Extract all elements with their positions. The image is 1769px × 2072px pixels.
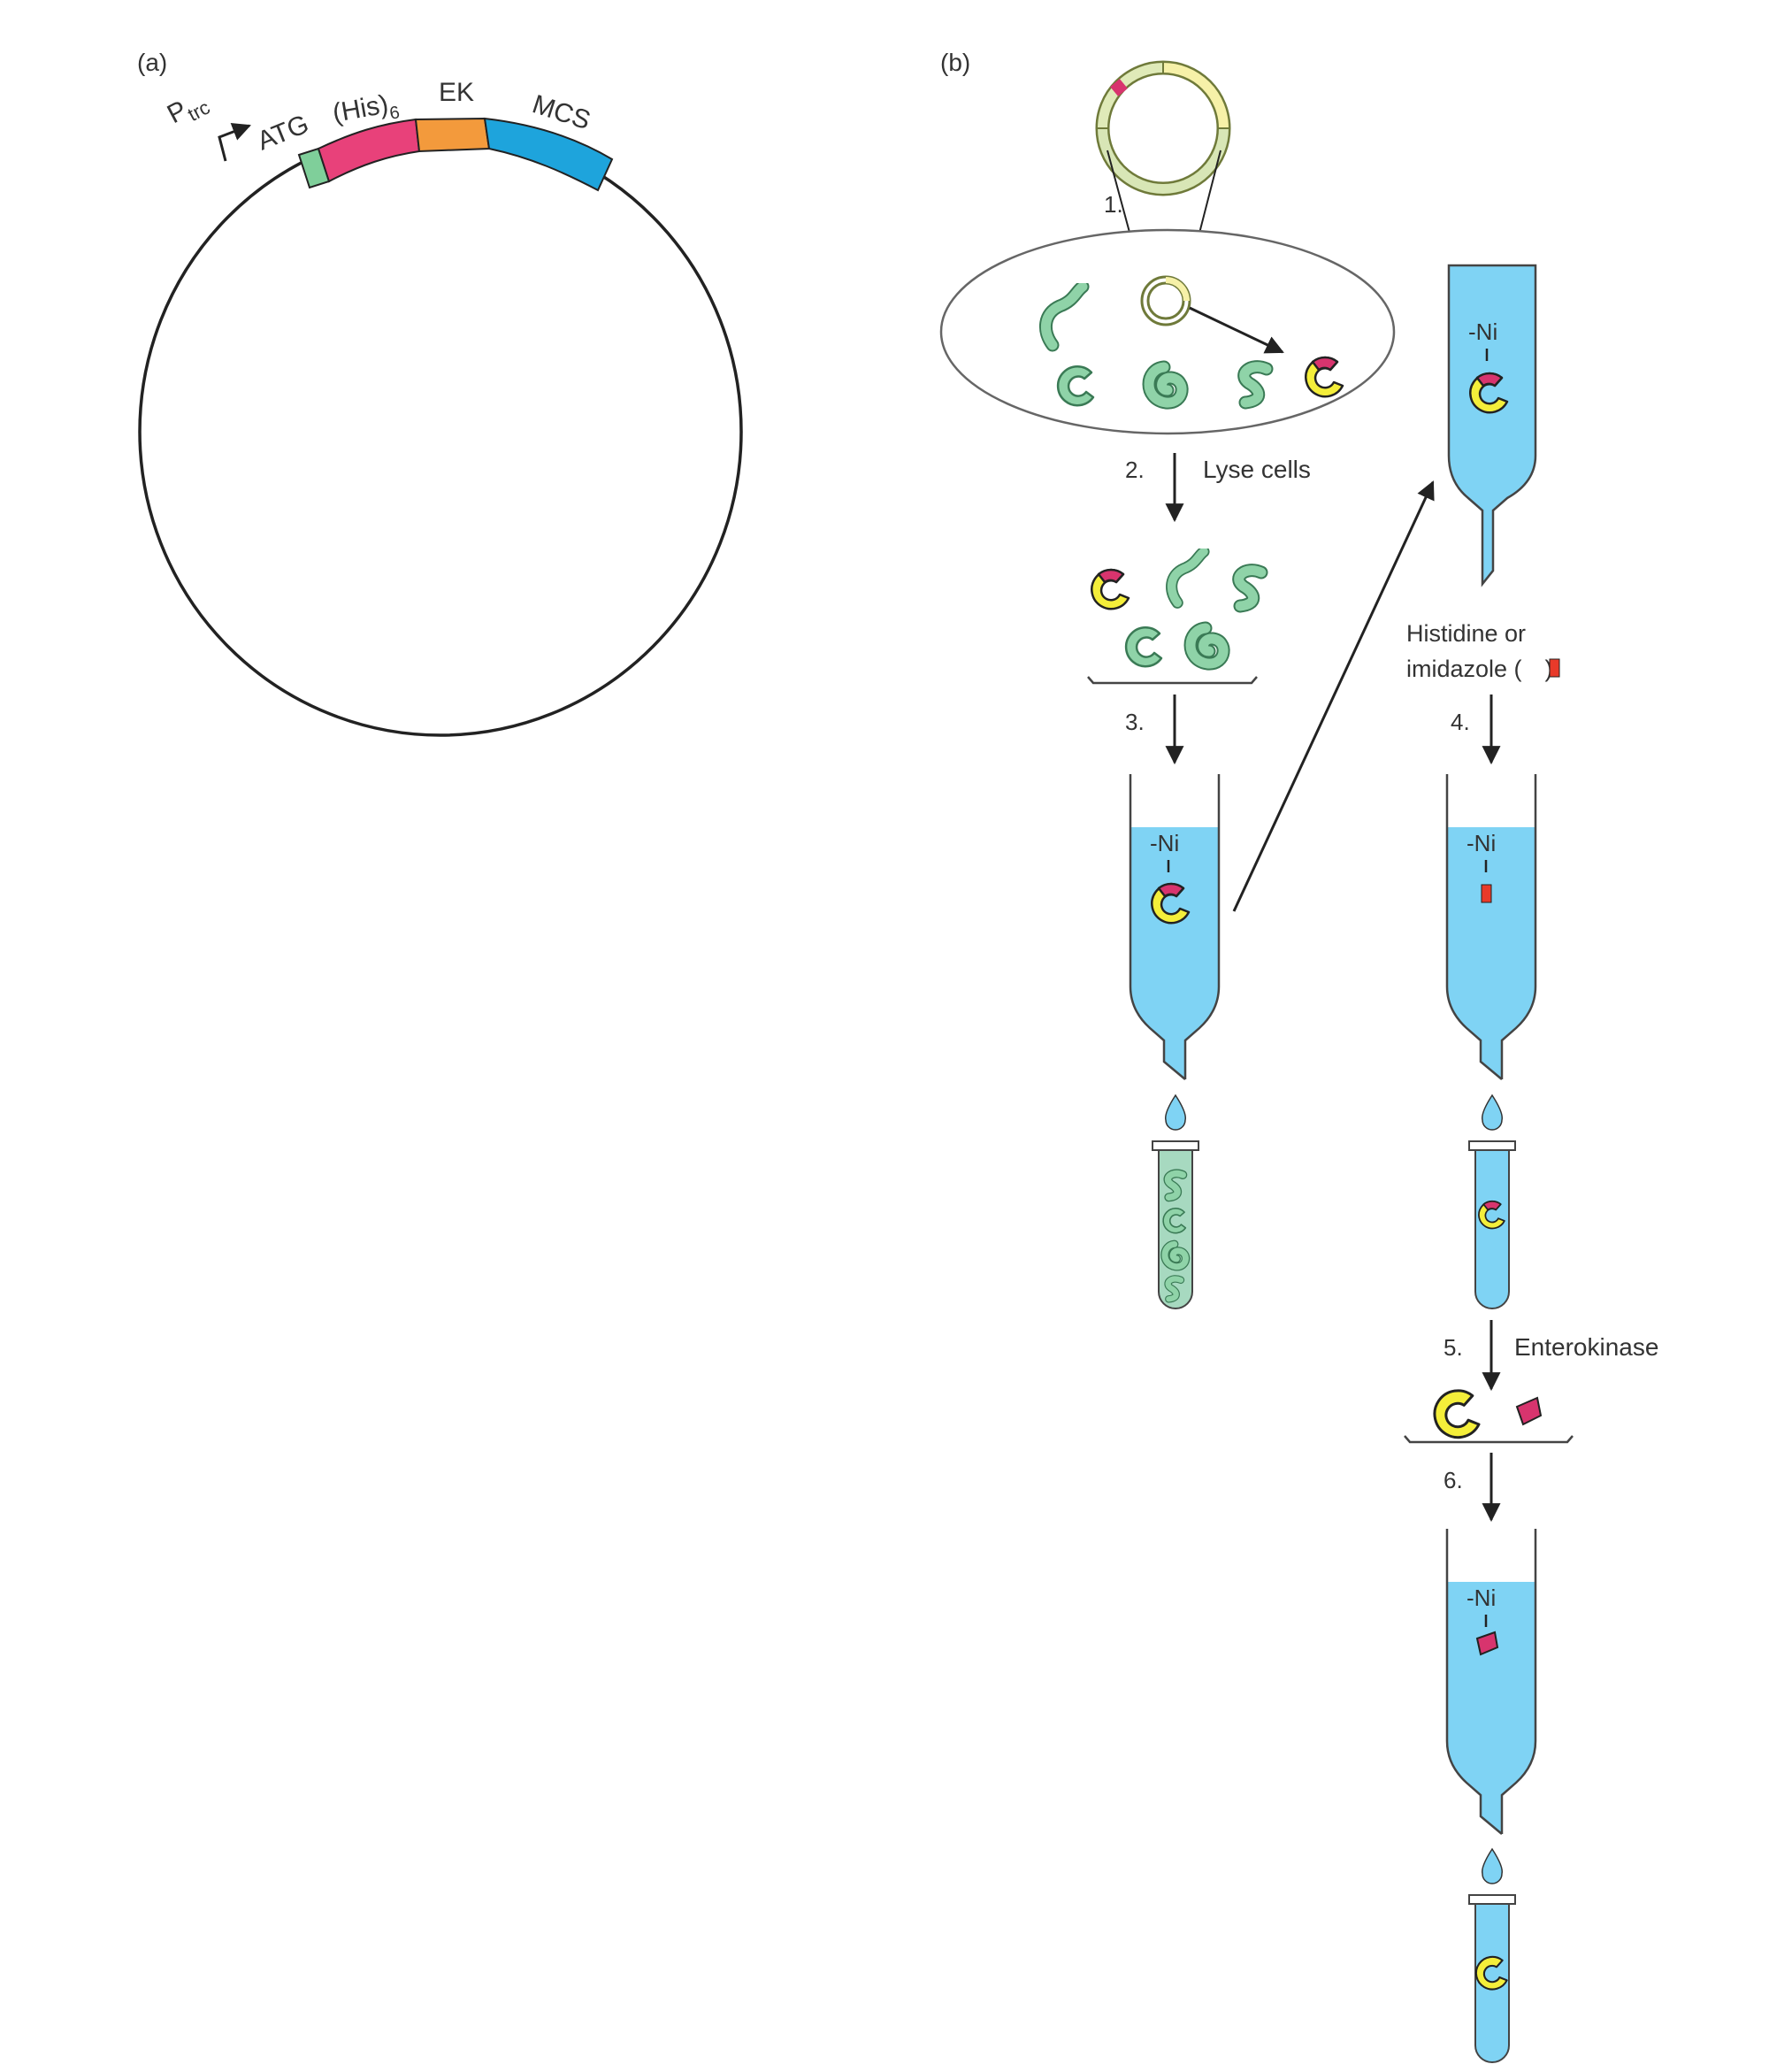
column-1-ni-label: -Ni bbox=[1150, 830, 1179, 856]
step-4-number: 4. bbox=[1451, 709, 1470, 735]
tube-purified-protein bbox=[1469, 1895, 1515, 2062]
lysate-fusion-protein bbox=[1091, 570, 1129, 609]
atg-label: ATG bbox=[253, 110, 312, 157]
step-2-number: 2. bbox=[1125, 457, 1145, 483]
promoter-label: Ptrc bbox=[163, 85, 214, 134]
tube-eluate bbox=[1469, 1141, 1515, 1308]
panel-b: (b) 1. 2. Lyse cells bbox=[940, 49, 1658, 2062]
step-5-label: Enterokinase bbox=[1514, 1333, 1658, 1361]
lysate-protein-worm bbox=[1172, 552, 1204, 603]
panel-a-label: (a) bbox=[137, 49, 167, 76]
column-2-drop bbox=[1482, 1095, 1503, 1130]
column-3-ni-label: -Ni bbox=[1467, 1585, 1496, 1611]
ni-column-elution: -Ni bbox=[1447, 774, 1535, 1079]
ni-column-binding: -Ni bbox=[1130, 774, 1219, 1079]
cleaved-his-tag bbox=[1517, 1398, 1541, 1424]
lysate-bracket bbox=[1088, 677, 1257, 683]
ek-label: EK bbox=[439, 78, 474, 107]
column-1-drop bbox=[1166, 1095, 1186, 1130]
promoter-arrow bbox=[219, 126, 249, 161]
tube-flow-through bbox=[1153, 1141, 1198, 1308]
step-4-label-line1: Histidine or bbox=[1406, 620, 1526, 647]
step-3-number: 3. bbox=[1125, 709, 1145, 735]
plasmid-circle bbox=[140, 128, 741, 735]
imidazole-symbol bbox=[1550, 659, 1559, 677]
column-top-ni-label: -Ni bbox=[1468, 318, 1497, 345]
cell-protein-spiral bbox=[1149, 367, 1182, 403]
lysate-protein-c bbox=[1126, 627, 1161, 666]
column-2-ni-label: -Ni bbox=[1467, 830, 1496, 856]
panel-a: (a) Ptrc ATG (His)6 EK MCS bbox=[137, 49, 741, 735]
step-5-number: 5. bbox=[1444, 1334, 1463, 1361]
mcs-segment bbox=[485, 119, 612, 190]
transfer-arrow bbox=[1234, 482, 1433, 911]
cleaved-target-protein bbox=[1435, 1391, 1479, 1438]
step-2-label: Lyse cells bbox=[1203, 456, 1311, 483]
column-3-drop bbox=[1482, 1849, 1503, 1884]
step-6-number: 6. bbox=[1444, 1467, 1463, 1493]
lysate-protein-spiral bbox=[1191, 628, 1223, 664]
expression-vector-zoom bbox=[1097, 62, 1229, 195]
lysate-protein-s bbox=[1239, 571, 1261, 606]
step-4-label-line2: imidazole () bbox=[1406, 656, 1553, 682]
ni-column-top: -Ni bbox=[1449, 265, 1535, 584]
cleavage-bracket bbox=[1405, 1436, 1573, 1442]
column-2-bound-imidazole bbox=[1482, 885, 1491, 902]
ni-column-final: -Ni bbox=[1447, 1529, 1535, 1834]
panel-b-label: (b) bbox=[940, 49, 970, 76]
ek-segment bbox=[416, 119, 489, 151]
his-tag-segment bbox=[318, 119, 419, 181]
cell-lysate bbox=[1088, 552, 1261, 684]
